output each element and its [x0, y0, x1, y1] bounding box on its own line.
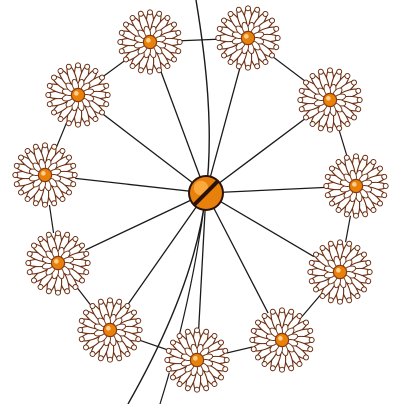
flower-center — [333, 265, 346, 278]
daisy-flower-icon — [308, 240, 372, 304]
daisy-flower-icon — [216, 6, 280, 70]
flower-center — [143, 35, 156, 48]
daisy-flower-icon — [13, 143, 77, 207]
flower-center — [323, 93, 336, 106]
flower-center — [190, 353, 203, 366]
blocked-circle-icon — [188, 175, 224, 211]
daisy-flower-icon — [118, 10, 182, 74]
flower-center — [275, 333, 288, 346]
hub-node — [188, 175, 224, 211]
daisy-flower-icon — [250, 308, 314, 372]
flower-center — [103, 323, 116, 336]
daisy-flower-icon — [298, 68, 362, 132]
flower-center — [349, 179, 362, 192]
daisy-flower-icon — [26, 231, 90, 295]
flower-center — [38, 168, 51, 181]
daisy-flower-icon — [78, 298, 142, 362]
daisy-flower-icon — [324, 154, 388, 218]
flower-center — [51, 256, 64, 269]
daisy-flower-icon — [165, 328, 229, 392]
daisy-flower-icon — [46, 63, 110, 127]
flower-center — [71, 88, 84, 101]
flower-center — [241, 31, 254, 44]
